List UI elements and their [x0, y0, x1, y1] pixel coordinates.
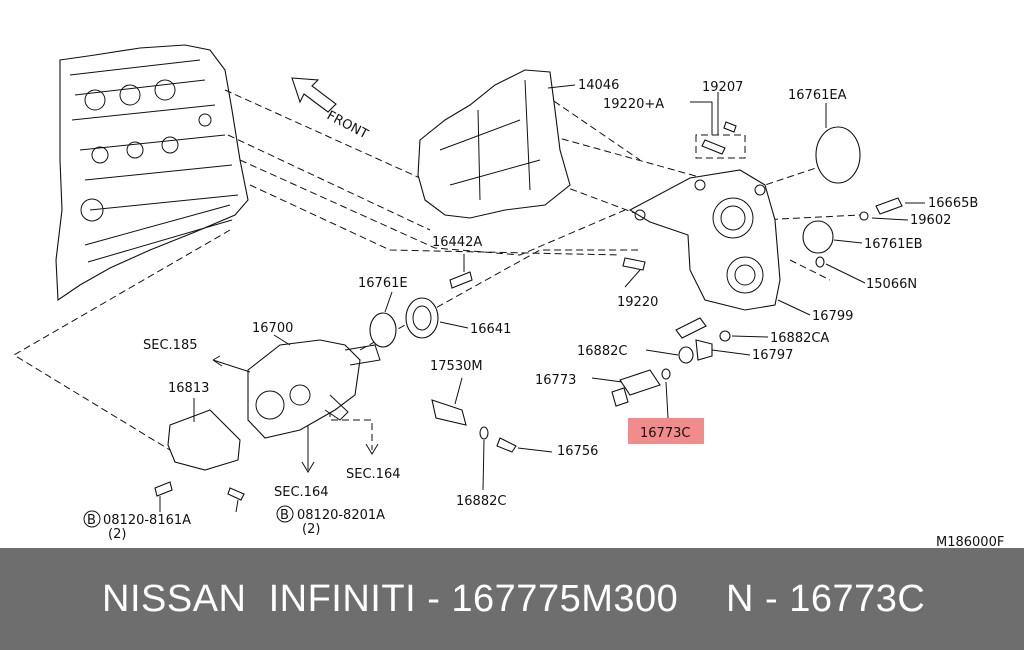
- callout-16773C: 16773C: [640, 426, 690, 441]
- arrow-sec164-b: [365, 443, 379, 455]
- pin-19207: [723, 121, 737, 133]
- callout-qty-b: (2): [302, 522, 320, 537]
- callout-17530M: 17530M: [430, 359, 483, 374]
- part-16797: [695, 339, 713, 361]
- highlight-16773C: [628, 418, 704, 444]
- housing-16799: [628, 169, 781, 311]
- fitting-17530M: [431, 399, 467, 426]
- callout-16882C-lower: 16882C: [456, 494, 506, 509]
- bolt-08120-8161A: [154, 481, 173, 497]
- callout-08120-8201A: 08120-8201A: [297, 508, 385, 523]
- callout-16442A: 16442A: [432, 235, 482, 250]
- dashed-guides: [13, 89, 861, 451]
- bolt-19220: [622, 257, 646, 271]
- footer-diagram-ref: N - 16773C: [726, 578, 926, 620]
- gasket-16761EB: [802, 220, 834, 254]
- bolt-16442A: [449, 271, 473, 289]
- bracket-14046: [417, 69, 571, 219]
- callout-16797: 16797: [752, 348, 793, 363]
- gasket-16761EA: [815, 126, 861, 184]
- callout-sec164-right: SEC.164: [346, 467, 401, 482]
- callout-16773: 16773: [535, 373, 576, 388]
- callout-15066N: 15066N: [866, 277, 917, 292]
- callout-16761EB: 16761EB: [864, 237, 923, 252]
- fitting-16756: [496, 437, 517, 453]
- parts-diagram: FRONT: [13, 44, 1005, 548]
- arrow-sec185: [212, 355, 251, 373]
- callout-16882C-upper: 16882C: [577, 344, 627, 359]
- callout-19220: 19220: [617, 295, 658, 310]
- bolt-16665B: [875, 197, 903, 215]
- seal-16882C-upper: [678, 346, 694, 364]
- callout-sec185: SEC.185: [143, 338, 198, 353]
- bolt-marker-circle-b: [276, 505, 294, 523]
- callout-16799: 16799: [812, 309, 853, 324]
- callout-16756: 16756: [557, 444, 598, 459]
- callout-16641: 16641: [470, 322, 511, 337]
- bolt-marker-a: B: [87, 513, 96, 528]
- front-arrow: FRONT: [291, 77, 370, 142]
- leader-lines: [159, 84, 925, 513]
- engine-block: [55, 44, 249, 302]
- gasket-16761E: [369, 312, 397, 348]
- callout-16761EA: 16761EA: [788, 88, 847, 103]
- pump-16700: [247, 339, 381, 439]
- callout-16665B: 16665B: [928, 196, 978, 211]
- washer-16882CA: [719, 330, 731, 342]
- front-label: FRONT: [324, 108, 370, 142]
- arrow-sec164-a: [301, 425, 315, 473]
- washer-19602: [859, 211, 869, 221]
- seal-16641: [405, 297, 439, 339]
- callout-14046: 14046: [578, 78, 619, 93]
- callout-qty-a: (2): [108, 527, 126, 542]
- callout-16700: 16700: [252, 321, 293, 336]
- seal-16773C: [661, 368, 671, 380]
- seal-15066N: [815, 256, 825, 268]
- bolt-marker-circle-a: [83, 510, 101, 528]
- bolt-08120-8201A: [227, 487, 245, 501]
- bolt-marker-b: B: [280, 508, 289, 523]
- callout-19207: 19207: [702, 80, 743, 95]
- callout-labels: 14046 19207 19220+A 16761EA 16665B 19602…: [83, 78, 1004, 548]
- footer-banner: NISSAN INFINITI - 167775M300 N - 16773C: [0, 548, 1024, 650]
- bracket-16813: [167, 409, 241, 471]
- callout-16813: 16813: [168, 381, 209, 396]
- callout-19602: 19602: [910, 213, 951, 228]
- footer-part-number: NISSAN INFINITI - 167775M300: [102, 578, 679, 620]
- bolt-19220A: [701, 139, 726, 155]
- callout-16882CA: 16882CA: [770, 331, 829, 346]
- drawing-code: M186000F: [936, 535, 1004, 548]
- diagram-canvas: FRONT: [13, 44, 1004, 548]
- callout-sec164-left: SEC.164: [274, 485, 329, 500]
- callout-19220A: 19220+A: [603, 97, 664, 112]
- callout-16761E: 16761E: [358, 276, 408, 291]
- seal-16882C-lower: [479, 426, 489, 440]
- callout-08120-8161A: 08120-8161A: [103, 513, 191, 528]
- solenoid-16773: [619, 369, 661, 396]
